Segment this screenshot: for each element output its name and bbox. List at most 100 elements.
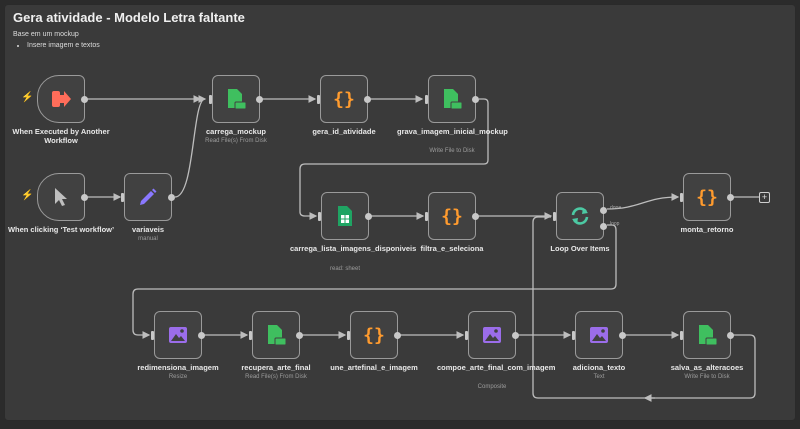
output-port[interactable] bbox=[364, 95, 371, 103]
node-label: carrega_mockup bbox=[205, 127, 267, 136]
output-port[interactable] bbox=[394, 331, 401, 339]
input-port[interactable] bbox=[572, 330, 575, 340]
node-loop-over-items[interactable] bbox=[553, 192, 607, 240]
output-port-done[interactable] bbox=[600, 206, 607, 214]
output-port[interactable] bbox=[472, 95, 479, 103]
input-port[interactable] bbox=[465, 330, 468, 340]
input-port[interactable] bbox=[680, 192, 683, 202]
sheet-icon bbox=[338, 206, 352, 226]
image-icon bbox=[483, 327, 501, 343]
input-port[interactable] bbox=[553, 211, 556, 221]
curly-braces-icon: {} bbox=[333, 88, 355, 110]
sticky-note[interactable]: Gera atividade - Modelo Letra faltante B… bbox=[13, 10, 245, 49]
curly-braces-icon: {} bbox=[363, 324, 385, 346]
output-port[interactable] bbox=[727, 193, 734, 201]
trigger-bolt-icon: ⚡ bbox=[21, 92, 34, 103]
node-subtitle: Read File(s) From Disk bbox=[245, 374, 307, 380]
pencil-icon bbox=[140, 188, 157, 205]
input-port[interactable] bbox=[249, 330, 252, 340]
node-label: When Executed by Another Workflow bbox=[12, 127, 110, 145]
output-port[interactable] bbox=[168, 193, 175, 201]
node-label: redimensiona_imagem bbox=[137, 363, 219, 372]
node-subtitle: Resize bbox=[168, 374, 188, 380]
cursor-icon bbox=[55, 188, 67, 206]
connection-line bbox=[132, 224, 617, 339]
input-port[interactable] bbox=[317, 94, 320, 104]
node-subtitle: Read File(s) From Disk bbox=[205, 138, 267, 144]
node-label: Loop Over Items bbox=[550, 244, 610, 253]
image-icon bbox=[169, 327, 187, 343]
input-port[interactable] bbox=[121, 192, 124, 202]
node-subtitle: read: sheet bbox=[329, 266, 361, 272]
node-redimensiona[interactable] bbox=[151, 311, 205, 359]
node-filtra[interactable]: {} bbox=[425, 192, 479, 240]
node-variaveis[interactable] bbox=[121, 173, 175, 221]
note-subtitle: Base em um mockup bbox=[13, 31, 79, 38]
output-port[interactable] bbox=[81, 95, 88, 103]
node-carrega-lista[interactable] bbox=[318, 192, 372, 240]
node-subtitle: Write File to Disk bbox=[684, 374, 730, 380]
node-label: grava_imagem_inicial_mockup bbox=[397, 127, 508, 136]
output-port[interactable] bbox=[81, 193, 88, 201]
node-label: When clicking ‘Test workflow’ bbox=[7, 225, 115, 234]
node-label: une_artefinal_e_imagem bbox=[330, 363, 418, 372]
node-when-executed[interactable] bbox=[37, 75, 88, 123]
node-monta-retorno[interactable]: {} bbox=[680, 173, 734, 221]
file-disk-icon bbox=[228, 89, 247, 110]
input-port[interactable] bbox=[209, 94, 212, 104]
node-subtitle: Composite bbox=[477, 384, 507, 390]
node-when-clicking[interactable] bbox=[37, 173, 88, 221]
trigger-bolt-icon: ⚡ bbox=[21, 190, 34, 201]
curly-braces-icon: {} bbox=[441, 205, 463, 227]
output-port[interactable] bbox=[619, 331, 626, 339]
output-port[interactable] bbox=[198, 331, 205, 339]
node-label: recupera_arte_final bbox=[241, 363, 311, 372]
sign-in-icon bbox=[52, 91, 71, 107]
add-node-button[interactable]: + bbox=[759, 192, 770, 203]
input-port[interactable] bbox=[680, 330, 683, 340]
node-subtitle: Text bbox=[593, 374, 605, 380]
curly-braces-icon: {} bbox=[696, 186, 718, 208]
output-port[interactable] bbox=[256, 95, 263, 103]
file-disk-icon bbox=[699, 325, 718, 346]
node-label: monta_retorno bbox=[680, 225, 734, 234]
file-disk-icon bbox=[444, 89, 463, 110]
output-port[interactable] bbox=[365, 212, 372, 220]
node-label: gera_id_atividade bbox=[312, 127, 376, 136]
input-port[interactable] bbox=[425, 94, 428, 104]
output-port[interactable] bbox=[727, 331, 734, 339]
output-port[interactable] bbox=[512, 331, 519, 339]
node-salva[interactable] bbox=[680, 311, 734, 359]
file-disk-icon bbox=[268, 325, 287, 346]
output-port[interactable] bbox=[296, 331, 303, 339]
output-port[interactable] bbox=[472, 212, 479, 220]
node-label: compoe_arte_final_com_imagem bbox=[437, 363, 556, 372]
node-compoe[interactable] bbox=[465, 311, 519, 359]
node-une[interactable]: {} bbox=[347, 311, 401, 359]
port-label-loop: loop bbox=[610, 221, 620, 227]
input-port[interactable] bbox=[151, 330, 154, 340]
input-port[interactable] bbox=[347, 330, 350, 340]
node-label: carrega_lista_imagens_disponiveis bbox=[290, 244, 417, 253]
node-label: adiciona_texto bbox=[572, 363, 626, 372]
node-adiciona[interactable] bbox=[572, 311, 626, 359]
connection-line bbox=[606, 193, 680, 210]
node-gera-id[interactable]: {} bbox=[317, 75, 371, 123]
node-recupera[interactable] bbox=[249, 311, 303, 359]
node-label: variaveis bbox=[131, 225, 165, 234]
connection-line bbox=[174, 95, 207, 198]
node-label: filtra_e_seleciona bbox=[420, 244, 484, 253]
input-port[interactable] bbox=[425, 211, 428, 221]
image-icon bbox=[590, 327, 608, 343]
input-port[interactable] bbox=[318, 211, 321, 221]
workflow-title: Gera atividade - Modelo Letra faltante bbox=[13, 10, 245, 25]
node-subtitle: Write File to Disk bbox=[429, 148, 475, 154]
note-bullet: Insere imagem e textos bbox=[27, 42, 245, 49]
loop-icon bbox=[571, 207, 589, 225]
node-label: salva_as_alteracoes bbox=[670, 363, 744, 372]
node-carrega-mockup[interactable] bbox=[209, 75, 263, 123]
node-subtitle: manual bbox=[138, 236, 158, 242]
node-grava-imagem[interactable] bbox=[425, 75, 479, 123]
output-port-loop[interactable] bbox=[600, 222, 607, 230]
